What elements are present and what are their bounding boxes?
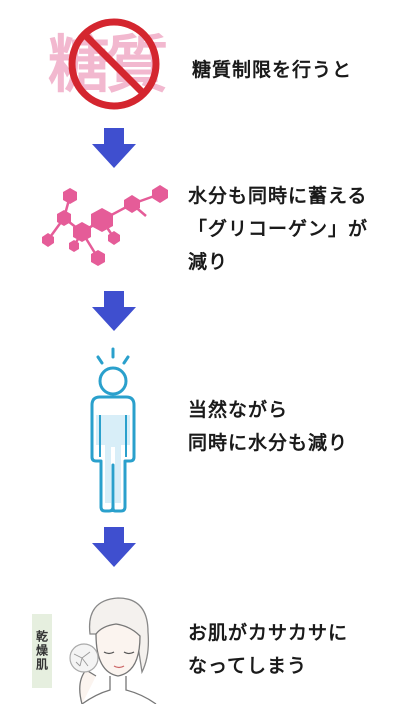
down-arrow-icon (92, 291, 136, 331)
dry-skin-woman-icon (56, 586, 174, 705)
step-2-line-2: 「グリコーゲン」が (188, 218, 369, 240)
step-1-text: 糖質制限を行うと (192, 54, 352, 87)
prohibit-sign-icon (68, 18, 160, 110)
step-4-line-1: お肌がカサカサに (188, 622, 349, 644)
step-2-line-1: 水分も同時に蓄える (188, 185, 368, 207)
step-3-line-2: 同時に水分も減り (188, 432, 349, 454)
down-arrow-icon (92, 128, 136, 168)
dehydrated-person-icon (78, 345, 148, 515)
down-arrow-icon (92, 527, 136, 567)
step-4-text: お肌がカサカサに なってしまう (188, 617, 348, 683)
no-sugar-icon: 糖質 (44, 14, 184, 114)
step-2-text: 水分も同時に蓄える 「グリコーゲン」が 減り (188, 180, 368, 279)
step-4-line-2: なってしまう (188, 655, 308, 677)
step-2-line-3: 減り (188, 251, 229, 273)
step-3-line-1: 当然ながら (188, 399, 289, 421)
dry-skin-label: 乾燥肌 (32, 614, 52, 688)
glycogen-molecule-icon (34, 180, 184, 280)
step-1-line-1: 糖質制限を行うと (192, 59, 353, 81)
step-3-text: 当然ながら 同時に水分も減り (188, 394, 348, 460)
